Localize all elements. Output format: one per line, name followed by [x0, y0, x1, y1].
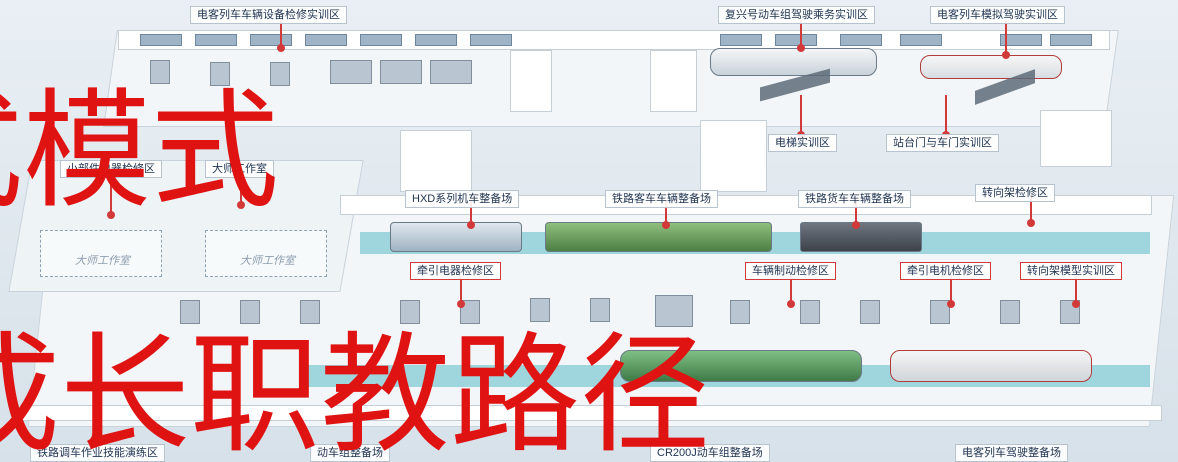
stair-room: [510, 50, 552, 112]
location-pin: [1027, 195, 1035, 227]
location-pin: [797, 20, 805, 52]
zone-label-cr200j[interactable]: CR200J动车组整备场: [650, 444, 770, 462]
equipment: [590, 298, 610, 322]
master-studio-room-a: [40, 230, 162, 277]
zone-label-traction-motor[interactable]: 牵引电机检修区: [900, 262, 991, 280]
equipment: [530, 298, 550, 322]
metro-simulator-train: [920, 55, 1062, 79]
corridor-room: [400, 130, 472, 192]
metro-train: [890, 350, 1092, 382]
window: [720, 34, 762, 46]
equipment: [270, 62, 290, 86]
equipment: [240, 300, 260, 324]
corridor-room: [1040, 110, 1112, 167]
window: [1050, 34, 1092, 46]
equipment: [330, 60, 372, 84]
fuxing-emu-simulator: [710, 48, 877, 76]
window: [900, 34, 942, 46]
equipment: [730, 300, 750, 324]
zone-label-metro-simulator[interactable]: 电客列车模拟驾驶实训区: [930, 6, 1065, 24]
zone-label-small-parts[interactable]: 小部件电器检修区: [60, 160, 162, 178]
window: [250, 34, 292, 46]
slogan-line-1: 式模式: [0, 77, 280, 226]
zone-label-freight-car[interactable]: 铁路货车车辆整备场: [798, 190, 911, 208]
equipment: [800, 300, 820, 324]
location-pin: [1002, 20, 1010, 59]
cr200j-train: [620, 350, 862, 382]
window: [840, 34, 882, 46]
main-hall-back-wall: [340, 195, 1152, 215]
location-pin: [797, 95, 805, 139]
location-pin: [277, 20, 285, 52]
window: [140, 34, 182, 46]
zone-label-platform-door[interactable]: 站台门与车门实训区: [886, 134, 999, 152]
equipment: [930, 300, 950, 324]
equipment: [180, 300, 200, 324]
corridor-room: [700, 120, 767, 192]
window: [415, 34, 457, 46]
zone-label-bogie-repair[interactable]: 转向架检修区: [975, 184, 1055, 202]
equipment: [400, 300, 420, 324]
hxd-locomotive: [390, 222, 522, 252]
master-studio-room-b: [205, 230, 327, 277]
zone-label-emu-equipment-repair[interactable]: 电客列车车辆设备检修实训区: [190, 6, 347, 24]
location-pin: [1072, 276, 1080, 308]
zone-label-elevator[interactable]: 电梯实训区: [768, 134, 837, 152]
window: [775, 34, 817, 46]
window: [305, 34, 347, 46]
equipment: [380, 60, 422, 84]
location-pin: [787, 276, 795, 308]
front-wall: [20, 405, 1162, 421]
zone-label-metro-driver[interactable]: 电客列车驾驶整备场: [955, 444, 1068, 462]
equipment: [460, 300, 480, 324]
zone-label-emu-maint[interactable]: 动车组整备场: [310, 444, 390, 462]
zone-label-bogie-model[interactable]: 转向架模型实训区: [1020, 262, 1122, 280]
location-pin: [852, 200, 860, 229]
zone-label-fuxing-crew[interactable]: 复兴号动车组驾驶乘务实训区: [718, 6, 875, 24]
slogan-line-2: 成长职教路径: [0, 319, 711, 462]
zone-label-hxd[interactable]: HXD系列机车整备场: [405, 190, 520, 208]
location-pin: [662, 200, 670, 229]
window: [470, 34, 512, 46]
equipment: [430, 60, 472, 84]
window: [1000, 34, 1042, 46]
location-pin: [947, 276, 955, 308]
passenger-car: [545, 222, 772, 252]
zone-label-passenger-car[interactable]: 铁路客车车辆整备场: [605, 190, 718, 208]
zone-label-shunting[interactable]: 铁路调车作业技能演练区: [30, 444, 165, 462]
equipment: [1000, 300, 1020, 324]
location-pin: [237, 175, 245, 209]
equipment: [860, 300, 880, 324]
equipment: [300, 300, 320, 324]
window: [360, 34, 402, 46]
location-pin: [107, 175, 115, 219]
equipment: [655, 295, 693, 327]
window: [195, 34, 237, 46]
equipment: [210, 62, 230, 86]
zone-label-brake[interactable]: 车辆制动检修区: [745, 262, 836, 280]
location-pin: [467, 200, 475, 229]
stair-room: [650, 50, 697, 112]
freight-car: [800, 222, 922, 252]
location-pin: [942, 95, 950, 139]
master-room-a-text: 大师工作室: [75, 255, 130, 267]
master-room-b-text: 大师工作室: [240, 255, 295, 267]
equipment: [150, 60, 170, 84]
zone-label-master-studio[interactable]: 大师工作室: [205, 160, 274, 178]
zone-label-traction-electric[interactable]: 牵引电器检修区: [410, 262, 501, 280]
location-pin: [457, 276, 465, 308]
